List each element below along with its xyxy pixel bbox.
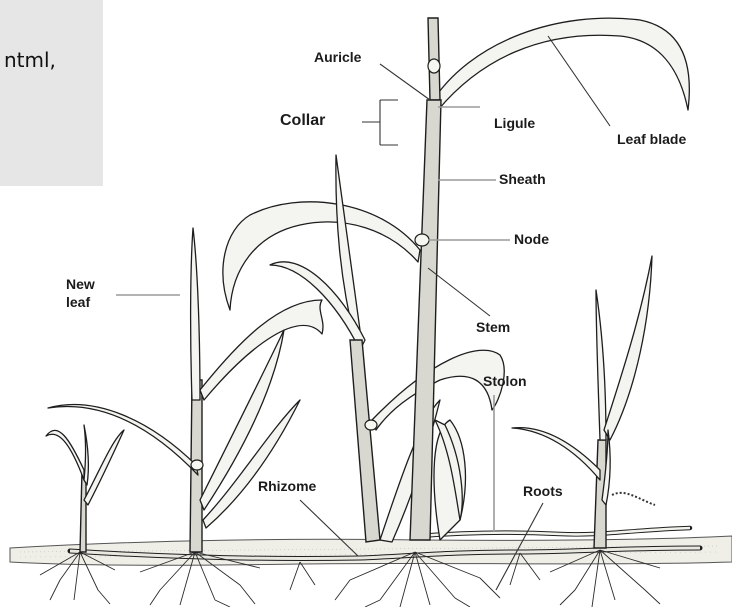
right-plant xyxy=(512,256,655,548)
leaf-blade-leader xyxy=(548,36,610,126)
label-stolon: Stolon xyxy=(483,374,527,389)
label-auricle: Auricle xyxy=(314,50,361,65)
label-leaf-blade: Leaf blade xyxy=(617,132,686,147)
auricle-leader xyxy=(380,64,430,100)
main-plant xyxy=(223,18,689,542)
label-new-leaf-line1: New xyxy=(66,277,95,292)
label-node: Node xyxy=(514,232,549,247)
label-collar: Collar xyxy=(280,112,325,130)
small-plant xyxy=(46,425,124,552)
label-sheath: Sheath xyxy=(499,172,546,187)
label-roots: Roots xyxy=(523,484,563,499)
label-stem: Stem xyxy=(476,320,510,335)
collar-bracket xyxy=(362,100,398,145)
label-new-leaf-line2: leaf xyxy=(66,295,90,310)
label-rhizome: Rhizome xyxy=(258,479,316,494)
stem-leader xyxy=(428,268,490,316)
label-ligule: Ligule xyxy=(494,116,535,131)
